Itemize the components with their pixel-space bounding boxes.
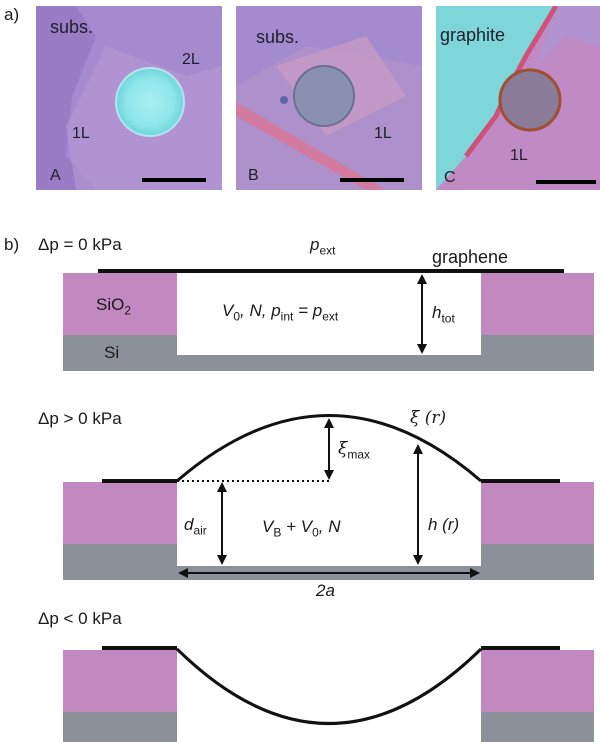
sio2-block-left	[63, 482, 177, 544]
micrograph-b-image	[236, 6, 422, 190]
n-symbol: , N	[318, 517, 341, 536]
sio2-block-left	[63, 650, 177, 712]
cavity-rest: , N, p	[240, 301, 281, 320]
cavity-int-sub: int	[280, 309, 294, 324]
cavity-eq: = p	[293, 301, 323, 320]
sagged-membrane	[175, 647, 483, 725]
micrograph-c-image	[436, 6, 600, 190]
d-air-subscript: air	[193, 523, 207, 538]
micrograph-b: subs. 1L B	[236, 6, 422, 190]
diagram-negative-pressure	[63, 646, 594, 742]
si-block-right	[481, 712, 594, 742]
si-block-left	[63, 335, 177, 371]
label-1l: 1L	[72, 125, 90, 142]
v0-subscript: 0	[312, 525, 319, 540]
h-tot-symbol: h	[432, 303, 442, 322]
label-graphite: graphite	[440, 25, 506, 45]
panel-a-label: a)	[4, 5, 20, 24]
sio2-block-left	[63, 273, 177, 335]
micrograph-a: subs. 2L 1L A	[36, 6, 222, 190]
scale-bar	[340, 178, 404, 182]
cavity-v: V	[222, 301, 234, 320]
micrograph-c: graphite 1L C	[436, 6, 600, 190]
diagram-zero-pressure	[63, 269, 594, 371]
label-1l: 1L	[374, 125, 392, 142]
width-label: 2a	[316, 581, 335, 600]
xi-symbol: ξ	[338, 439, 348, 459]
image-letter-b: B	[248, 167, 259, 184]
vb-subscript: B	[273, 525, 282, 540]
sio2-label: SiO2	[96, 296, 131, 316]
si-block-left	[63, 712, 177, 742]
diagram-positive-pressure	[63, 414, 594, 580]
sio2-block-right	[481, 650, 594, 712]
d-symbol: d	[184, 515, 194, 534]
si-block-left	[63, 544, 177, 580]
cavity-formula-2: VB + V0, N	[262, 518, 341, 538]
si-block-right	[481, 544, 594, 580]
sio2-block-right	[481, 273, 594, 335]
p-ext-subscript: ext	[319, 243, 336, 258]
image-letter-a: A	[50, 167, 61, 184]
image-letter-c: C	[444, 169, 456, 186]
label-subs: subs.	[256, 27, 300, 47]
xi-max-label: ξmax	[338, 439, 371, 462]
h-tot-label: htot	[432, 304, 455, 324]
si-label: Si	[104, 343, 120, 362]
si-block-right	[481, 335, 594, 371]
xi-max-subscript: max	[347, 447, 371, 462]
d-air-label: dair	[184, 516, 207, 536]
sio2-block-right	[481, 482, 594, 544]
p-ext-label: pext	[310, 236, 335, 256]
sio2-text: SiO	[96, 295, 125, 314]
label-1l: 1L	[510, 147, 528, 164]
panel-b-label: b)	[4, 235, 20, 254]
label-2l: 2L	[182, 51, 200, 68]
cavity-ext-sub: ext	[322, 309, 339, 324]
condition-zero: Δp = 0 kPa	[38, 235, 122, 254]
scale-bar	[536, 180, 596, 184]
p-ext-symbol: p	[310, 235, 320, 254]
condition-negative: Δp < 0 kPa	[38, 609, 122, 628]
vb-symbol: V	[262, 517, 274, 536]
label-subs: subs.	[50, 17, 94, 37]
graphene-label: graphene	[432, 247, 509, 267]
condition-positive: Δp > 0 kPa	[38, 409, 122, 428]
scale-bar	[142, 178, 206, 182]
cavity-formula: V0, N, pint = pext	[222, 302, 338, 322]
h-r-label: h (r)	[428, 515, 460, 534]
micrograph-a-image	[36, 6, 222, 190]
plus-v0: + V	[281, 517, 313, 536]
cavity-v-sub: 0	[233, 309, 241, 324]
sio2-subscript: 2	[124, 303, 132, 318]
bulged-membrane	[176, 414, 482, 483]
xi-r-label: ξ (r)	[410, 408, 447, 428]
h-tot-subscript: tot	[441, 311, 455, 326]
si-cavity-floor	[177, 355, 481, 371]
